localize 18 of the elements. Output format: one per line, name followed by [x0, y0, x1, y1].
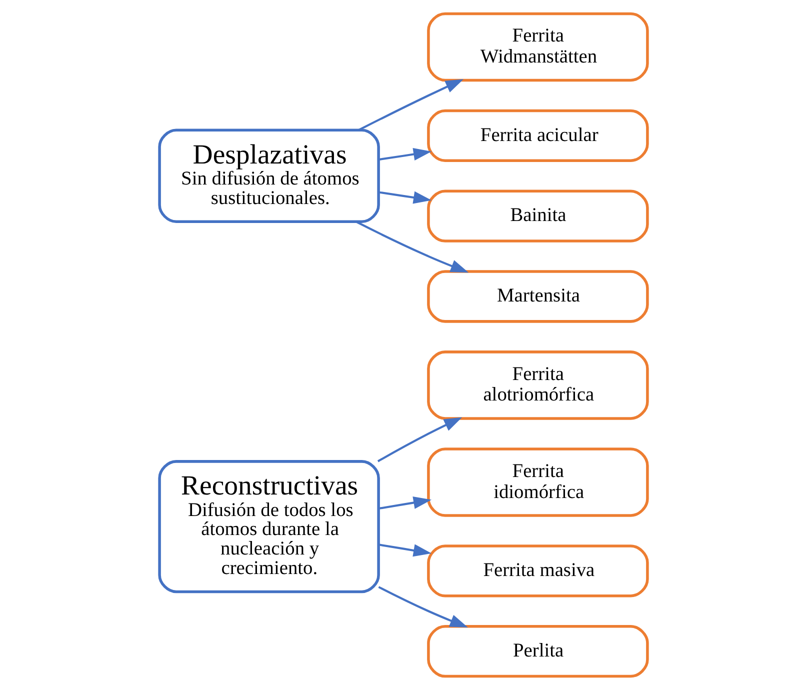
node-box: Perlita [426, 625, 648, 678]
arrow [378, 496, 432, 510]
node-box: Reconstructivas Difusión de todos los átomos durante la nucleación y crecimiento. [158, 460, 380, 594]
node-box: Ferrita acicular [426, 109, 648, 162]
node-box: Martensita [426, 270, 648, 323]
arrow [378, 191, 432, 204]
arrow [358, 79, 464, 131]
arrow [376, 417, 462, 462]
node-box: Desplazativas Sin difusión de átomos sustitucionales. [158, 128, 380, 224]
node-box: Bainita [426, 190, 648, 242]
node-box: Ferrita alotriomórfica [426, 350, 648, 420]
arrow [378, 586, 468, 628]
node-box: Ferrita idiomórfica [426, 448, 648, 517]
arrow [378, 544, 432, 557]
node-box: Ferrita Widmanstätten [426, 12, 648, 82]
arrow [378, 148, 432, 161]
arrow [355, 220, 468, 273]
node-box: Ferrita masiva [426, 544, 648, 598]
